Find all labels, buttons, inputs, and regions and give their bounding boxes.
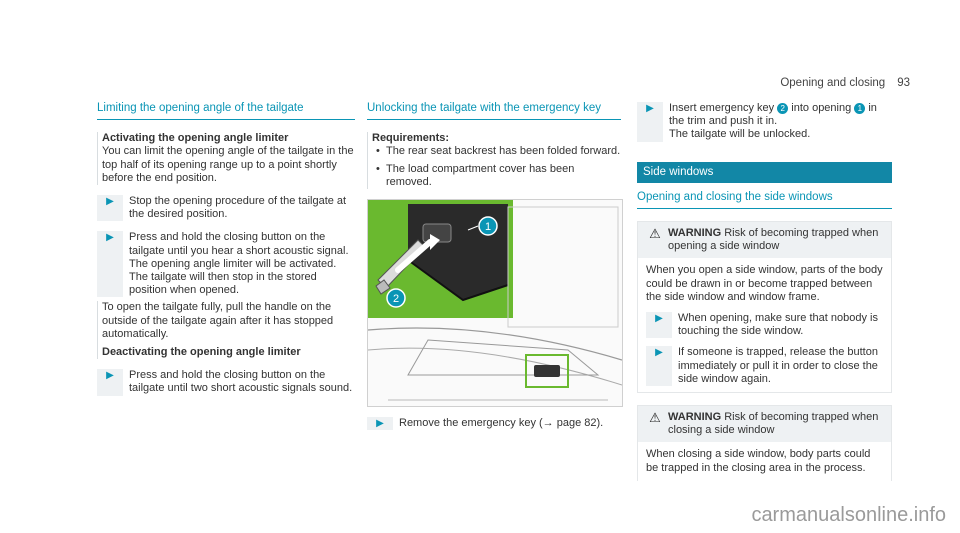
warning-header: ⚠ WARNING Risk of becoming trapped when … (638, 222, 891, 259)
step-text-part: into opening (791, 102, 852, 114)
triangle-right-icon: ▶ (367, 417, 393, 431)
subheading: Deactivating the opening angle limiter (102, 346, 301, 359)
content-block: Requirements: •The rear seat backrest ha… (367, 132, 621, 190)
triangle-right-icon: ▶ (97, 231, 123, 298)
callout-number-1: 1 (854, 102, 866, 114)
triangle-right-icon: ▶ (97, 369, 123, 396)
warning-text: When you open a side window, parts of th… (646, 264, 883, 303)
section-title: Unlocking the tailgate with the emergenc… (367, 102, 621, 121)
intro-text: You can limit the opening angle of the t… (102, 145, 354, 184)
callout-label-2: 2 (393, 293, 399, 305)
step-text-part: in the trim and push it in. (669, 102, 877, 128)
warning-heading: Risk of becoming trapped when closing a … (668, 411, 879, 437)
watermark: carmanualsonline.info (751, 504, 946, 526)
header-section: Opening and closing (780, 77, 886, 89)
step-text-part: Insert emergency key (669, 102, 775, 114)
warning-body: When closing a side window, body parts c… (638, 442, 891, 480)
requirements-label: Requirements: (372, 132, 450, 145)
column-emergency-key: Unlocking the tailgate with the emergenc… (367, 102, 623, 431)
warning-heading: Risk of becoming trapped when opening a … (668, 227, 879, 253)
warning-box: ⚠ WARNING Risk of becoming trapped when … (637, 221, 892, 394)
triangle-right-icon: ▶ (646, 346, 672, 387)
step-text: When opening, make sure that nobody is t… (678, 312, 878, 338)
column-tailgate-limiter: Limiting the opening angle of the tailga… (97, 102, 355, 396)
step-result-text: The tailgate will be unlocked. (669, 128, 811, 141)
note-text: To open the tailgate fully, pull the han… (102, 301, 334, 340)
arrow-shape (430, 234, 440, 251)
section-banner: Side windows (637, 161, 892, 183)
warning-box: ⚠ WARNING Risk of becoming trapped when … (637, 405, 892, 481)
step-text: If someone is trapped, release the butto… (678, 346, 878, 385)
warning-triangle-icon: ⚠ (649, 226, 661, 242)
warning-text: When closing a side window, body parts c… (646, 448, 871, 474)
step-text: Stop the opening procedure of the tailga… (129, 195, 347, 221)
triangle-right-icon: ▶ (637, 102, 663, 142)
step-text: Insert emergency key 2 into opening 1 in… (663, 102, 892, 142)
list-item: •The load compartment cover has been rem… (372, 163, 621, 189)
subheading: Activating the opening angle limiter (102, 132, 289, 145)
page-number: 93 (897, 77, 910, 89)
instruction-step: ▶ Press and hold the closing button on t… (97, 369, 355, 396)
section-title: Opening and closing the side windows (637, 191, 892, 210)
triangle-right-icon: ▶ (646, 312, 672, 339)
warning-header: ⚠ WARNING Risk of becoming trapped when … (638, 406, 891, 443)
callout-marker-2 (386, 288, 406, 308)
section-title: Limiting the opening angle of the tailga… (97, 102, 355, 121)
illustration-graphic: 1 2 (368, 200, 622, 401)
instruction-step: ▶ Remove the emergency key (→ page 82). (367, 417, 621, 431)
list-item-text: The rear seat backrest has been folded f… (386, 145, 621, 158)
highlight-box (525, 354, 569, 389)
instruction-step: ▶ When opening, make sure that nobody is… (646, 312, 885, 339)
warning-body: When you open a side window, parts of th… (638, 258, 891, 392)
step-text: Press and hold the closing button on the… (129, 231, 349, 297)
tailgate-illustration: 1 2 (367, 199, 623, 408)
warning-label: WARNING (668, 227, 722, 240)
list-item-text: The load compartment cover has been remo… (386, 162, 575, 188)
instruction-step: ▶ Stop the opening procedure of the tail… (97, 195, 355, 222)
triangle-right-icon: ▶ (97, 195, 123, 222)
warning-label: WARNING (668, 411, 722, 424)
step-text: Remove the emergency key (→ page 82). (399, 417, 604, 430)
content-block: To open the tailgate fully, pull the han… (97, 301, 355, 360)
warning-triangle-icon: ⚠ (649, 410, 661, 426)
content-block: Activating the opening angle limiter You… (97, 132, 355, 186)
step-text: Press and hold the closing button on the… (129, 369, 353, 395)
callout-label-1: 1 (485, 221, 491, 233)
instruction-step: ▶ Press and hold the closing button on t… (97, 231, 355, 298)
callout-number-2: 2 (777, 102, 789, 114)
instruction-step: ▶ Insert emergency key 2 into opening 1 … (637, 102, 892, 142)
callout-marker-1 (478, 216, 498, 236)
page-header: Opening and closing 93 (780, 77, 910, 89)
list-item: •The rear seat backrest has been folded … (376, 145, 621, 158)
column-side-windows: ▶ Insert emergency key 2 into opening 1 … (637, 102, 892, 481)
instruction-step: ▶ If someone is trapped, release the but… (646, 346, 885, 387)
